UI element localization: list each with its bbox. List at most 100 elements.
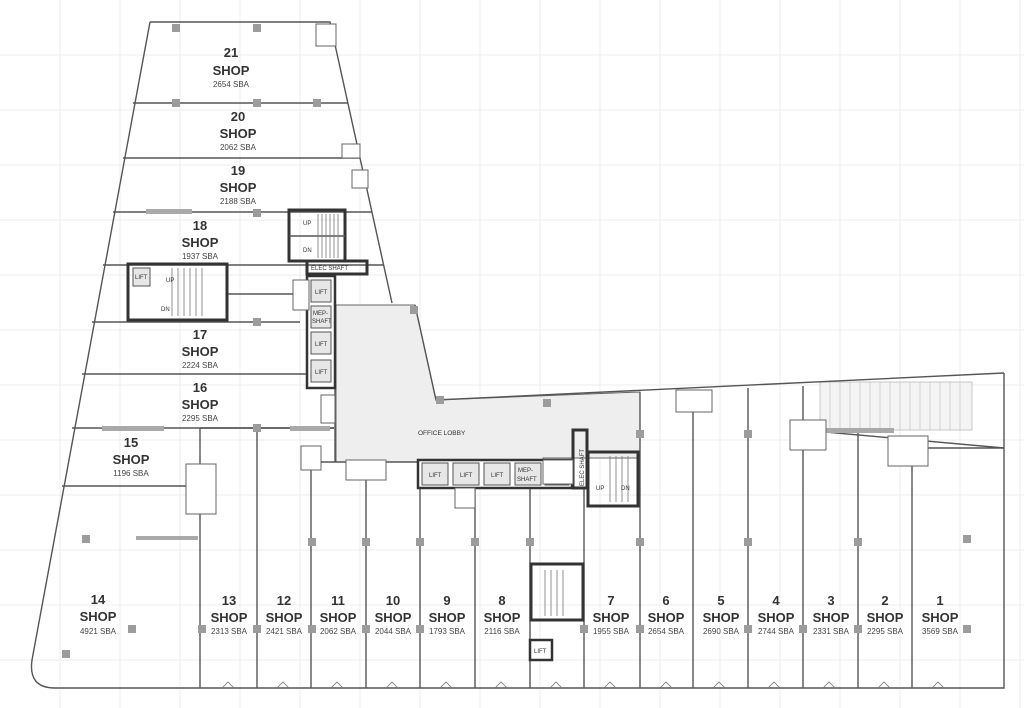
shop-13[interactable]: 13 SHOP 2313 SBA — [211, 593, 248, 636]
shop-type: SHOP — [429, 610, 466, 625]
shop-11[interactable]: 11 SHOP 2062 SBA — [320, 593, 357, 636]
mep-label-a1: MEP- — [313, 311, 328, 317]
shop-area: 2116 SBA — [484, 627, 520, 636]
lift-column: LIFT MEP- SHAFT LIFT LIFT — [305, 274, 337, 390]
shop-type: SHOP — [182, 235, 219, 250]
shop-type: SHOP — [220, 126, 257, 141]
shop-8[interactable]: 8 SHOP 2116 SBA — [484, 593, 521, 636]
shop-17[interactable]: 17 SHOP 2224 SBA — [182, 327, 219, 370]
mep-label-b2: SHAFT — [517, 477, 537, 483]
shop-type: SHOP — [648, 610, 685, 625]
shop-area: 2295 SBA — [182, 414, 219, 423]
lift-label-3: LIFT — [491, 473, 504, 479]
office-lobby-label: OFFICE LOBBY — [418, 430, 466, 437]
shop-area: 2654 SBA — [648, 627, 685, 636]
shop-number: 15 — [124, 435, 138, 450]
canopy-structure — [819, 381, 973, 431]
shop-1[interactable]: 1 SHOP 3569 SBA — [922, 593, 959, 636]
shop-16[interactable]: 16 SHOP 2295 SBA — [182, 380, 219, 423]
shop-10[interactable]: 10 SHOP 2044 SBA — [375, 593, 412, 636]
mep-label-b1: MEP- — [518, 468, 533, 474]
shop-type: SHOP — [375, 610, 412, 625]
shop-14[interactable]: 14 SHOP 4921 SBA — [80, 592, 117, 636]
lift-label-b: LIFT — [315, 342, 328, 348]
shop-6[interactable]: 6 SHOP 2654 SBA — [648, 593, 685, 636]
shop-18[interactable]: 18 SHOP 1937 SBA — [182, 218, 219, 261]
shop-area: 1196 SBA — [113, 469, 149, 478]
shop-type: SHOP — [213, 63, 250, 78]
shop-area: 2224 SBA — [182, 361, 219, 370]
shop-type: SHOP — [922, 610, 959, 625]
shop-type: SHOP — [211, 610, 248, 625]
shop-type: SHOP — [220, 180, 257, 195]
shop-2[interactable]: 2 SHOP 2295 SBA — [867, 593, 904, 636]
shop-21[interactable]: 21 SHOP 2654 SBA — [213, 45, 250, 89]
south-facade-doors — [221, 681, 945, 689]
shop-9[interactable]: 9 SHOP 1793 SBA — [429, 593, 466, 636]
shop-19[interactable]: 19 SHOP 2188 SBA — [220, 163, 257, 206]
shop-type: SHOP — [113, 452, 150, 467]
shop-5[interactable]: 5 SHOP 2690 SBA — [703, 593, 740, 636]
shop-number: 8 — [498, 593, 505, 608]
shop-number: 16 — [193, 380, 207, 395]
south-lift-label: LIFT — [534, 649, 547, 655]
shop-number: 3 — [827, 593, 834, 608]
shop-area: 1937 SBA — [182, 252, 219, 261]
east-stair-up-label: UP — [596, 486, 604, 492]
shop-type: SHOP — [703, 610, 740, 625]
shop-20[interactable]: 20 SHOP 2062 SBA — [220, 109, 257, 152]
shop-4[interactable]: 4 SHOP 2744 SBA — [758, 593, 795, 636]
elec-shaft-label-2: ELEC SHAFT — [580, 449, 586, 486]
shop-area: 2421 SBA — [266, 627, 303, 636]
shop-area: 3569 SBA — [922, 627, 959, 636]
west-stair-up-label: UP — [166, 278, 174, 284]
office-lobby-area — [335, 304, 641, 463]
shop-15[interactable]: 15 SHOP 1196 SBA — [113, 435, 150, 478]
shop-area: 2690 SBA — [703, 627, 740, 636]
stair-down-label: DN — [303, 248, 312, 254]
lift-label-a: LIFT — [315, 290, 328, 296]
shop-number: 2 — [881, 593, 888, 608]
mep-label-a2: SHAFT — [312, 319, 332, 325]
shop-number: 21 — [224, 45, 238, 60]
shop-number: 6 — [662, 593, 669, 608]
shop-type: SHOP — [320, 610, 357, 625]
shop-number: 13 — [222, 593, 236, 608]
lift-label-c: LIFT — [315, 370, 328, 376]
shop-number: 5 — [717, 593, 724, 608]
shop-area: 2062 SBA — [220, 143, 257, 152]
east-stair-down-label: DN — [621, 486, 630, 492]
shop-number: 14 — [91, 592, 106, 607]
shop-number: 19 — [231, 163, 245, 178]
shop-7[interactable]: 7 SHOP 1955 SBA — [593, 593, 630, 636]
shop-type: SHOP — [867, 610, 904, 625]
shop-number: 7 — [607, 593, 614, 608]
shop-number: 4 — [772, 593, 780, 608]
shop-type: SHOP — [182, 397, 219, 412]
north-stair-core: UP DN ELEC SHAFT — [287, 208, 369, 276]
shop-area: 1793 SBA — [429, 627, 466, 636]
shop-area: 1955 SBA — [593, 627, 630, 636]
shop-12[interactable]: 12 SHOP 2421 SBA — [266, 593, 303, 636]
west-stair-down-label: DN — [161, 307, 170, 313]
shop-number: 9 — [443, 593, 450, 608]
shop-type: SHOP — [80, 609, 117, 624]
shop-area: 4921 SBA — [80, 627, 117, 636]
south-stair-core: LIFT — [528, 562, 585, 662]
shop-area: 2654 SBA — [213, 80, 250, 89]
shop-number: 11 — [331, 593, 345, 608]
lift-label-2: LIFT — [460, 473, 473, 479]
shop-area: 2295 SBA — [867, 627, 904, 636]
shop-type: SHOP — [813, 610, 850, 625]
shop-number: 10 — [386, 593, 400, 608]
elec-shaft-label: ELEC SHAFT — [311, 266, 348, 272]
shop-number: 20 — [231, 109, 245, 124]
stair-up-label: UP — [303, 221, 311, 227]
lift-label-1: LIFT — [429, 473, 442, 479]
shop-area: 2188 SBA — [220, 197, 257, 206]
service-blocks — [185, 23, 929, 515]
shop-3[interactable]: 3 SHOP 2331 SBA — [813, 593, 850, 636]
east-stair-core: ELEC SHAFT UP DN — [571, 428, 640, 508]
shop-type: SHOP — [266, 610, 303, 625]
